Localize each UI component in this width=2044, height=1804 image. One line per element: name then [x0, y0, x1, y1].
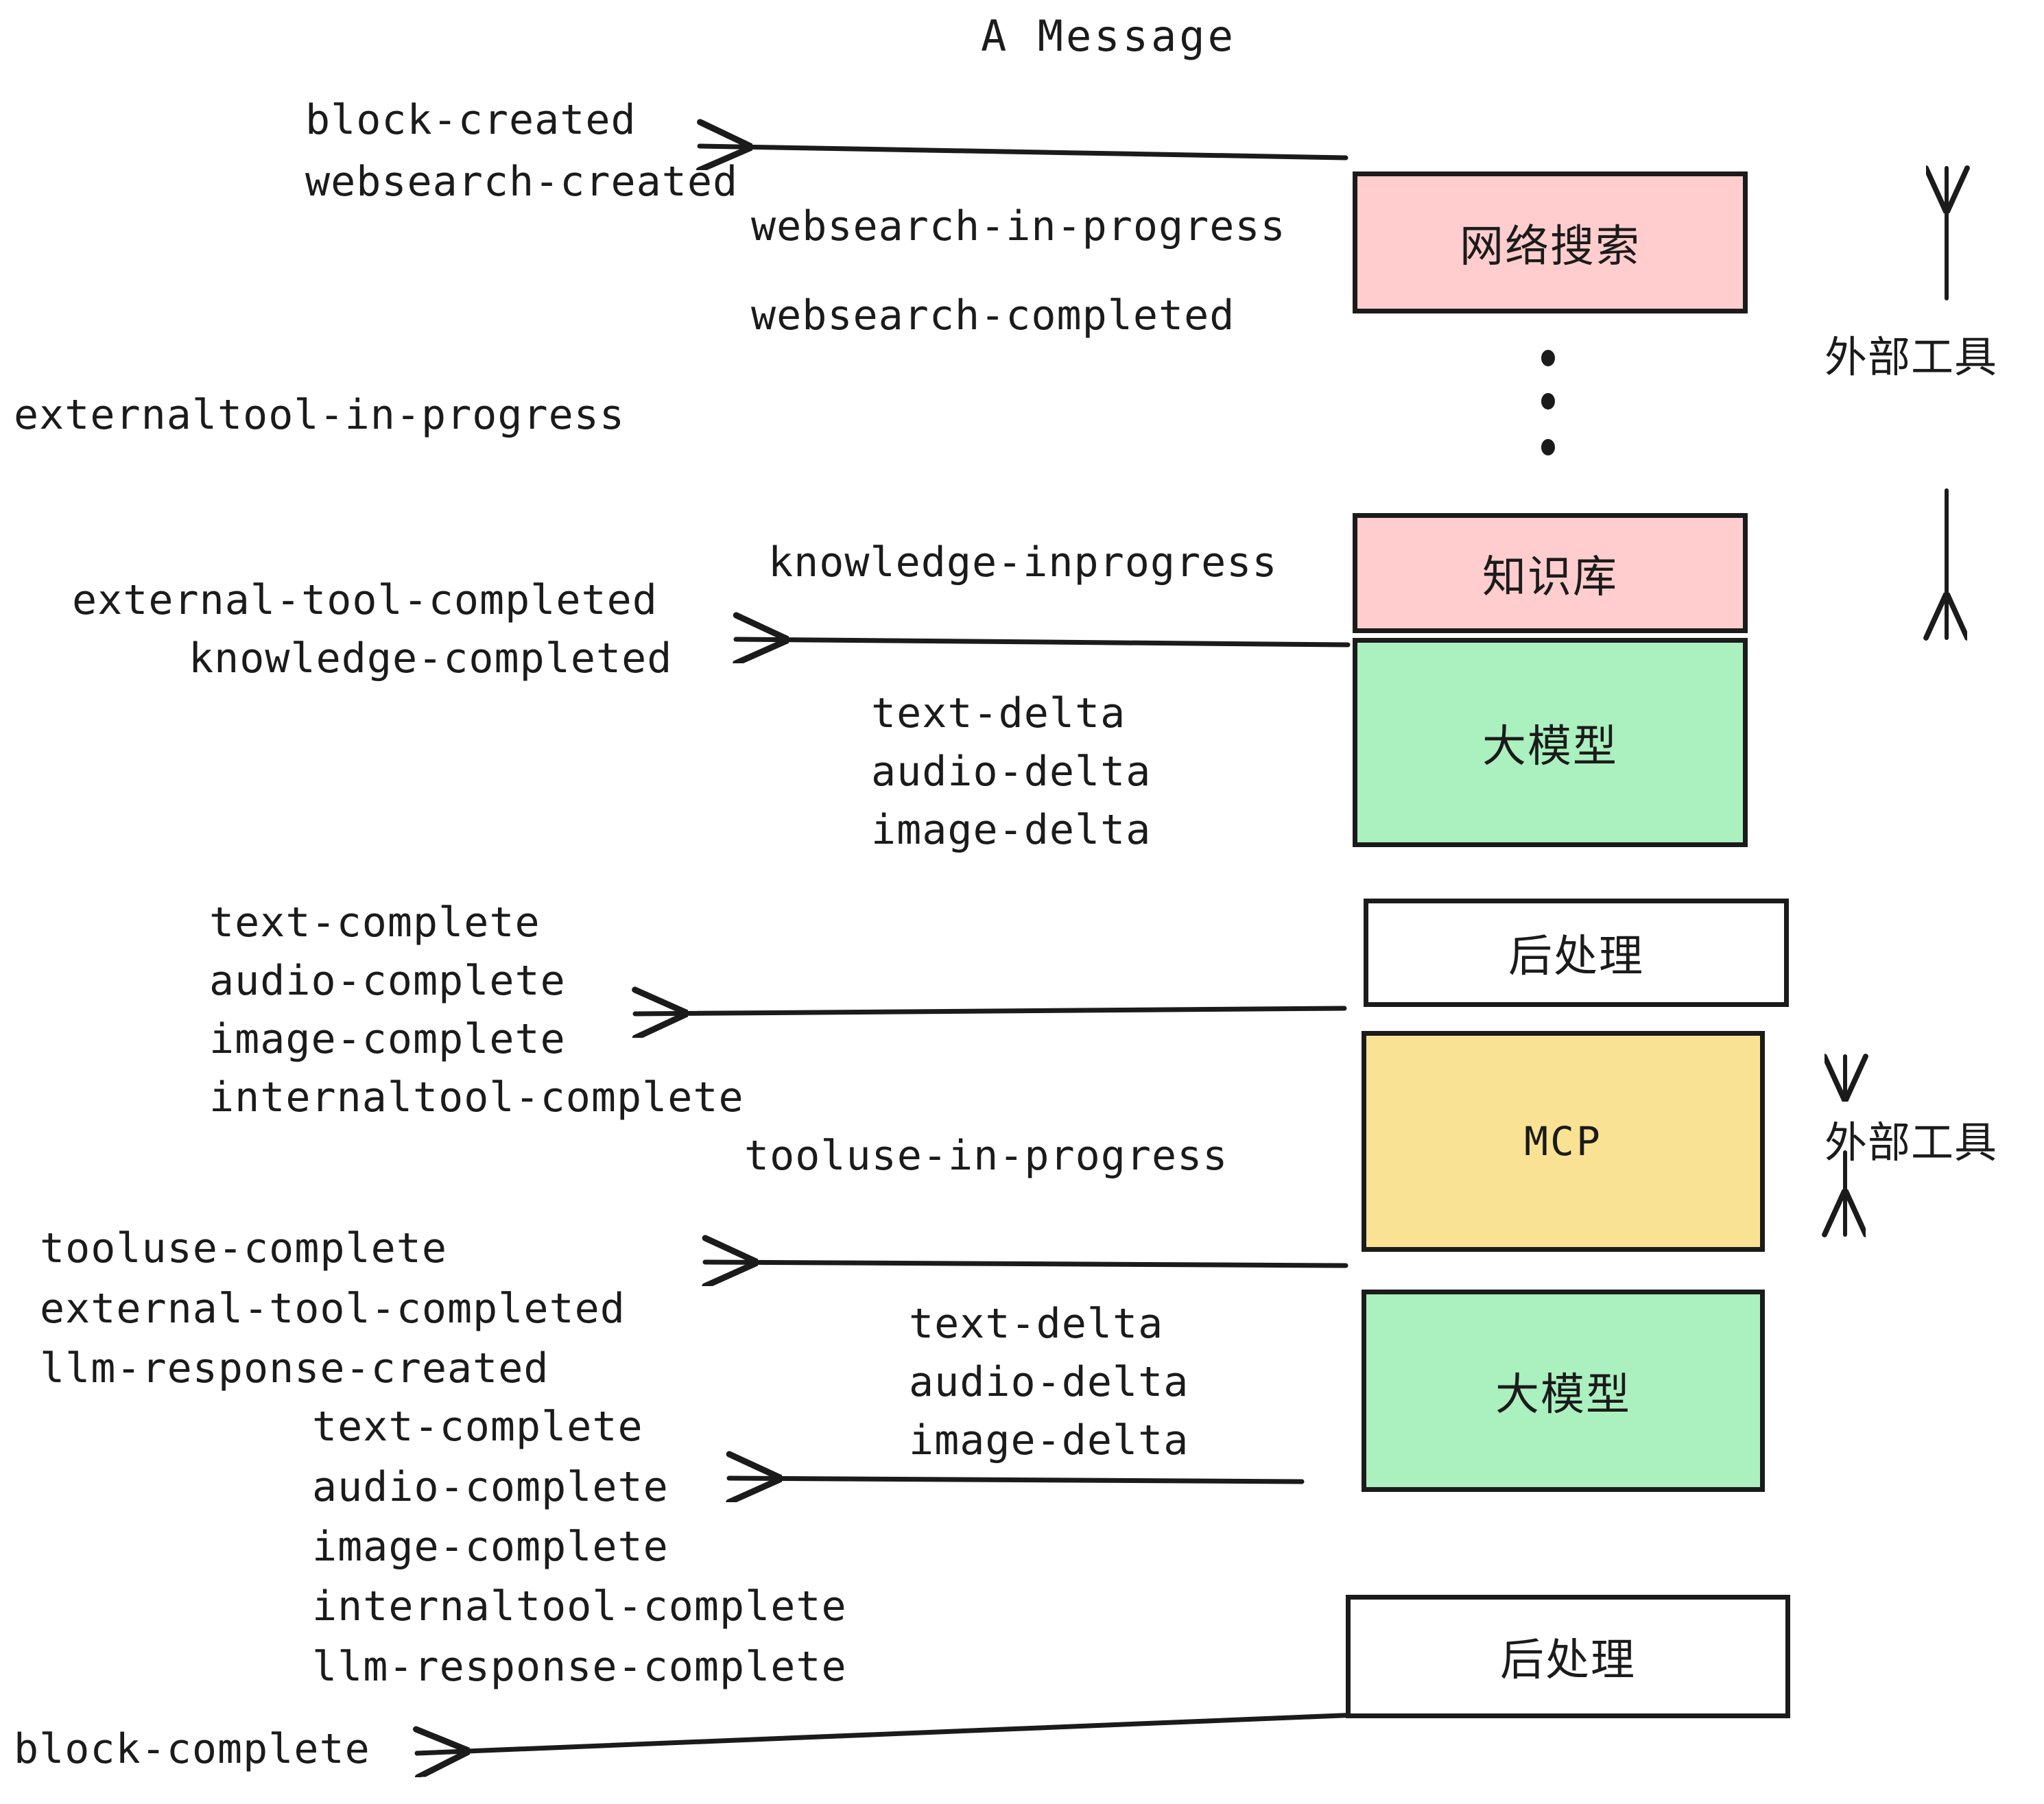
knowledge-completed-arrow: [736, 639, 1351, 645]
scope-label: 外部工具: [1825, 1117, 1998, 1167]
event-label: llm-response-created: [40, 1344, 549, 1392]
block-created-arrow: [700, 146, 1348, 158]
pipeline-box-0: 网络搜索: [1353, 171, 1748, 313]
event-label: audio-complete: [209, 957, 566, 1005]
event-label: image-complete: [209, 1015, 566, 1063]
event-label: llm-response-complete: [312, 1643, 847, 1691]
ellipsis-dot-icon: [1541, 393, 1555, 410]
tooluse-complete-arrow: [705, 1262, 1348, 1266]
event-label: audio-delta: [909, 1358, 1189, 1406]
event-label: block-created: [305, 96, 637, 144]
event-label: websearch-created: [305, 158, 739, 206]
pipeline-box-6: 后处理: [1346, 1595, 1790, 1718]
event-label: internaltool-complete: [209, 1073, 744, 1121]
event-label: externaltool-in-progress: [14, 391, 625, 439]
image-complete-arrow: [635, 1008, 1347, 1014]
event-label: image-delta: [871, 806, 1152, 854]
event-label: text-delta: [909, 1300, 1164, 1348]
block-complete-arrow: [417, 1712, 1361, 1753]
event-label: knowledge-completed: [189, 634, 673, 683]
ellipsis-dot-icon: [1541, 439, 1555, 455]
event-label: websearch-completed: [751, 292, 1235, 340]
pipeline-box-4: MCP: [1362, 1031, 1765, 1252]
event-label: audio-delta: [871, 748, 1152, 796]
event-label: audio-complete: [312, 1463, 669, 1511]
pipeline-box-3: 后处理: [1364, 899, 1789, 1007]
event-label: text-complete: [312, 1403, 643, 1451]
event-label: image-delta: [909, 1416, 1189, 1464]
event-label: text-complete: [209, 899, 540, 947]
event-label: external-tool-completed: [72, 576, 658, 624]
event-label: knowledge-inprogress: [768, 538, 1278, 586]
pipeline-box-1: 知识库: [1353, 513, 1748, 633]
diagram-title: A Message: [981, 11, 1236, 61]
event-label: text-delta: [871, 689, 1126, 737]
scope-label: 外部工具: [1825, 332, 1998, 382]
event-label: external-tool-completed: [40, 1285, 626, 1333]
pipeline-box-2: 大模型: [1353, 638, 1748, 847]
event-label: tooluse-in-progress: [744, 1132, 1228, 1180]
event-label: image-complete: [312, 1523, 669, 1571]
audio-complete-arrow: [729, 1478, 1305, 1482]
event-label: websearch-in-progress: [751, 202, 1286, 250]
event-label: tooluse-complete: [40, 1224, 447, 1272]
event-label: internaltool-complete: [312, 1582, 847, 1630]
pipeline-box-5: 大模型: [1362, 1290, 1765, 1492]
ellipsis-dot-icon: [1541, 350, 1555, 366]
event-label: block-complete: [14, 1725, 370, 1773]
